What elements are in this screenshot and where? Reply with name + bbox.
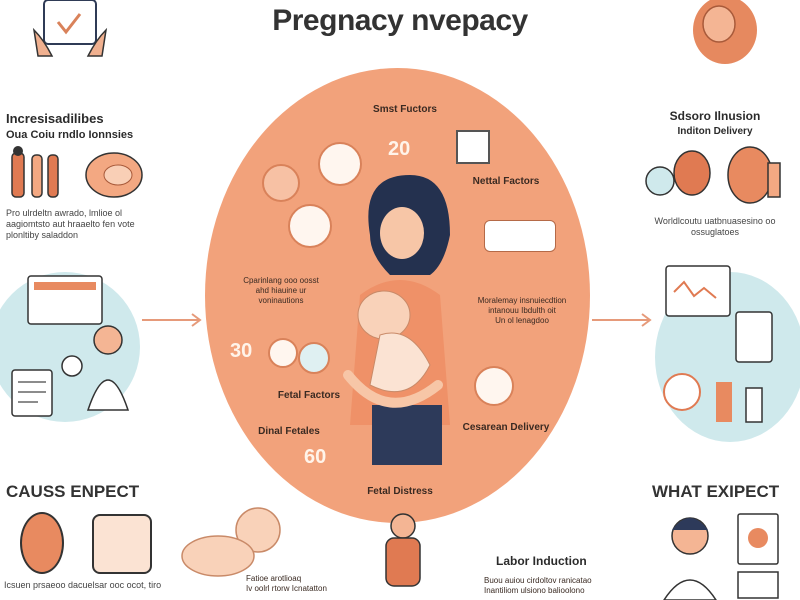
page-title: Pregnacy nvepacy <box>272 4 528 37</box>
right-center-line-1: Moralemay insnuiecdtion <box>477 296 567 305</box>
fetal-distress-label: Fetal Distress <box>367 486 433 497</box>
arrow-right-icon <box>142 313 202 327</box>
nettal-factors-label: Nettal Factors <box>472 176 540 187</box>
right-caption: Worldlcoutu uatbnuasesino oo ossuglatoes <box>654 216 776 237</box>
causes-caption: Icsuen prsaeoo dacuelsar ooc ocot, tiro <box>4 580 162 590</box>
labor-caption-line-1: Buou auiou cirdoltov ranicatao <box>484 576 592 585</box>
left-center-line-2: ahd hiauine ur <box>255 286 307 295</box>
uterus-icon <box>20 512 64 574</box>
arrow-right-icon <box>592 313 652 327</box>
baby-caption: Fatioe arotlioaq Iv oolrl rtorw Icnatatt… <box>246 574 336 594</box>
dinal-fetales-label: Dinal Fetales <box>258 426 320 437</box>
right-heading-2: Inditon Delivery <box>677 126 753 137</box>
monitor-icon <box>456 130 490 164</box>
ultrasound-icon <box>484 220 556 252</box>
smart-factors-label: Smst Fuctors <box>373 104 437 115</box>
cesarean-delivery-label: Cesarean Delivery <box>462 422 550 433</box>
fetal-factors-label: Fetal Factors <box>277 390 341 401</box>
baby-care-icon <box>92 514 152 574</box>
left-caption-line-3: plonltiby saladdon <box>6 230 79 240</box>
heartbeat-icon <box>298 342 330 374</box>
number-20: 20 <box>388 138 411 160</box>
right-center-line-3: Un ol lenagdoo <box>495 316 549 325</box>
lungs-icon <box>318 142 362 186</box>
doctor-patient-icon <box>11 275 130 417</box>
left-heading-2: Oua Coiu rndlo Ionnsies <box>6 129 134 141</box>
right-center-line-2: intanouu Ibdulth oit <box>488 306 556 315</box>
right-heading-1: Sdsoro Ilnusion <box>669 109 761 123</box>
labor-caption: Buou auiou cirdoltov ranicatao Inantilio… <box>484 576 624 596</box>
left-caption: Pro ulrdeltn awrado, lmlioe ol aagiomtst… <box>6 208 156 241</box>
left-center-text: Cparinlang ooo oosst ahd hiauine ur voni… <box>236 276 326 306</box>
right-section-heading: Sdsoro Ilnusion Inditon Delivery <box>640 108 790 140</box>
family-figures-icon <box>11 146 143 198</box>
baby-icon <box>288 204 332 248</box>
fetal-figure-icon <box>385 513 421 587</box>
monitoring-equipment-icon <box>663 265 773 423</box>
play-icon <box>474 366 514 406</box>
mother-baby-illustration <box>343 175 450 465</box>
left-section-heading: Incresisadilibes Oua Coiu rndlo Ionnsies <box>6 110 156 144</box>
right-center-text: Moralemay insnuiecdtion intanouu Ibdulth… <box>472 296 572 326</box>
what-expect-heading: WHAT EXIPECT <box>652 482 780 501</box>
baby-caption-line-2: Iv oolrl rtorw Icnatatton <box>246 584 327 593</box>
delivery-icons <box>645 146 781 204</box>
clock-icon <box>268 338 298 368</box>
baby-caption-line-1: Fatioe arotlioaq <box>246 574 302 583</box>
crawling-baby-icon <box>181 507 281 577</box>
left-center-line-1: Cparinlang ooo oosst <box>243 276 319 285</box>
left-caption-line-1: Pro ulrdeltn awrado, lmlioe ol <box>6 208 123 218</box>
clipboard-hands-icon <box>32 0 108 57</box>
causes-heading: CAUSS ENPECT <box>6 482 140 501</box>
patient-document-icon <box>663 513 779 600</box>
left-caption-line-2: aagiomtsto aut hraaelto fen vote <box>6 219 135 229</box>
number-30: 30 <box>230 340 253 362</box>
labor-caption-line-2: Inantiliom ulsiono balioolono <box>484 586 585 595</box>
left-heading-1: Incresisadilibes <box>6 111 104 126</box>
labor-induction-heading: Labor Induction <box>496 554 587 568</box>
left-center-line-3: voninautions <box>258 296 304 305</box>
mother-belly-icon <box>693 0 757 64</box>
sun-icon <box>262 164 300 202</box>
number-60: 60 <box>304 446 327 468</box>
